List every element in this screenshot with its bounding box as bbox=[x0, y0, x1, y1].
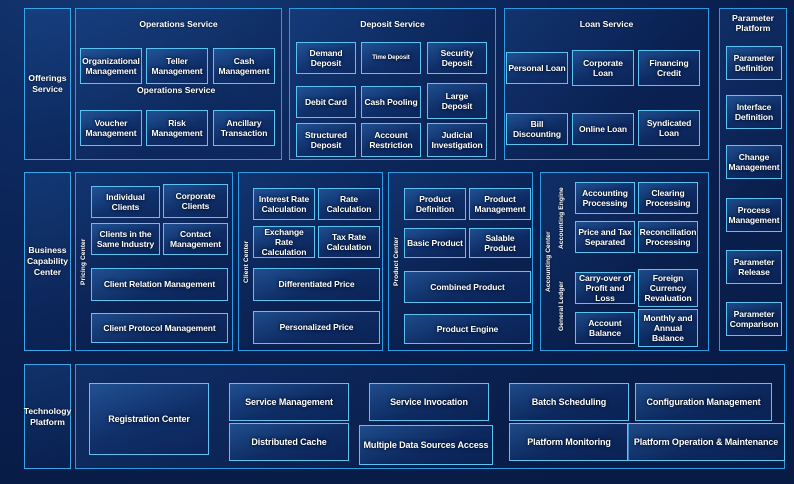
group-title-parameter-platform: Parameter Platform bbox=[731, 13, 775, 34]
cell-parameter-release[interactable]: Parameter Release bbox=[726, 250, 782, 284]
cell-organizational-management[interactable]: Organizational Management bbox=[80, 48, 142, 84]
cell-syndicated-loan[interactable]: Syndicated Loan bbox=[638, 110, 700, 146]
cell-contact-management[interactable]: Contact Management bbox=[163, 223, 228, 255]
cell-product-engine[interactable]: Product Engine bbox=[404, 314, 531, 344]
row-label-offerings-service[interactable]: Offerings Service bbox=[24, 8, 71, 160]
cell-teller-management[interactable]: Teller Management bbox=[146, 48, 208, 84]
cell-voucher-management[interactable]: Voucher Management bbox=[80, 110, 142, 146]
side-label-general-ledger: General Ledger bbox=[558, 281, 565, 331]
cell-product-definition[interactable]: Product Definition bbox=[404, 188, 466, 220]
cell-service-invocation[interactable]: Service Invocation bbox=[369, 383, 489, 421]
cell-corporate-loan[interactable]: Corporate Loan bbox=[572, 50, 634, 86]
cell-judicial-investigation[interactable]: Judicial Investigation bbox=[427, 123, 487, 157]
cell-rate-calculation[interactable]: Rate Calculation bbox=[318, 188, 380, 220]
side-label-pricing-center: Pricing Center bbox=[80, 238, 87, 285]
cell-combined-product[interactable]: Combined Product bbox=[404, 271, 531, 303]
cell-salable-product[interactable]: Salable Product bbox=[469, 228, 531, 258]
cell-individual-clients[interactable]: Individual Clients bbox=[91, 186, 160, 218]
cell-cash-management[interactable]: Cash Management bbox=[213, 48, 275, 84]
cell-distributed-cache[interactable]: Distributed Cache bbox=[229, 423, 349, 461]
cell-change-management[interactable]: Change Management bbox=[726, 145, 782, 179]
row-label-technology-platform[interactable]: Technology Platform bbox=[24, 364, 71, 469]
cell-differentiated-price[interactable]: Differentiated Price bbox=[253, 268, 380, 301]
cell-account-balance[interactable]: Account Balance bbox=[575, 312, 635, 344]
cell-large-deposit[interactable]: Large Deposit bbox=[427, 83, 487, 119]
cell-security-deposit[interactable]: Security Deposit bbox=[427, 42, 487, 74]
group-title-deposit-service: Deposit Service bbox=[360, 19, 425, 29]
cell-exchange-rate-calculation[interactable]: Exchange Rate Calculation bbox=[253, 226, 315, 258]
cell-client-relation-management[interactable]: Client Relation Management bbox=[91, 268, 228, 301]
cell-service-management[interactable]: Service Management bbox=[229, 383, 349, 421]
cell-reconciliation-processing[interactable]: Reconciliation Processing bbox=[638, 221, 698, 253]
cell-cash-pooling[interactable]: Cash Pooling bbox=[361, 86, 421, 118]
cell-tax-rate-calculation[interactable]: Tax Rate Calculation bbox=[318, 226, 380, 258]
cell-batch-scheduling[interactable]: Batch Scheduling bbox=[509, 383, 629, 421]
cell-time-deposit[interactable]: Time Deposit bbox=[361, 42, 421, 74]
cell-parameter-comparison[interactable]: Parameter Comparison bbox=[726, 302, 782, 336]
cell-parameter-definition[interactable]: Parameter Definition bbox=[726, 46, 782, 80]
cell-ancillary-transaction[interactable]: Ancillary Transaction bbox=[213, 110, 275, 146]
cell-configuration-management[interactable]: Configuration Management bbox=[635, 383, 772, 421]
cell-multiple-data-sources-access[interactable]: Multiple Data Sources Access bbox=[359, 425, 493, 465]
side-label-accounting-center: Accounting Center bbox=[545, 231, 552, 292]
side-label-client-center: Client Center bbox=[243, 240, 250, 283]
cell-personalized-price[interactable]: Personalized Price bbox=[253, 311, 380, 344]
cell-corporate-clients[interactable]: Corporate Clients bbox=[163, 184, 228, 218]
cell-interface-definition[interactable]: Interface Definition bbox=[726, 95, 782, 129]
cell-financing-credit[interactable]: Financing Credit bbox=[638, 50, 700, 86]
group-title-operations-service: Operations Service bbox=[139, 19, 218, 29]
row-label-business-capability-center[interactable]: Business Capability Center bbox=[24, 172, 71, 351]
cell-debit-card[interactable]: Debit Card bbox=[296, 86, 356, 118]
cell-online-loan[interactable]: Online Loan bbox=[572, 113, 634, 145]
cell-registration-center[interactable]: Registration Center bbox=[89, 383, 209, 455]
cell-clearing-processing[interactable]: Clearing Processing bbox=[638, 182, 698, 214]
group-title-loan-service: Loan Service bbox=[579, 19, 634, 29]
cell-platform-operation-and-maintenance[interactable]: Platform Operation & Maintenance bbox=[627, 423, 785, 461]
cell-clients-in-the-same-industry[interactable]: Clients in the Same Industry bbox=[91, 223, 160, 255]
overlay-title-operations-service: Operations Service bbox=[137, 85, 216, 95]
cell-foreign-currency-revaluation[interactable]: Foreign Currency Revaluation bbox=[638, 269, 698, 307]
cell-structured-deposit[interactable]: Structured Deposit bbox=[296, 123, 356, 157]
cell-basic-product[interactable]: Basic Product bbox=[404, 228, 466, 258]
cell-demand-deposit[interactable]: Demand Deposit bbox=[296, 42, 356, 74]
cell-interest-rate-calculation[interactable]: Interest Rate Calculation bbox=[253, 188, 315, 220]
cell-monthly-and-annual-balance[interactable]: Monthly and Annual Balance bbox=[638, 309, 698, 347]
cell-account-restriction[interactable]: Account Restriction bbox=[361, 123, 421, 157]
cell-client-protocol-management[interactable]: Client Protocol Management bbox=[91, 313, 228, 343]
cell-personal-loan[interactable]: Personal Loan bbox=[506, 52, 568, 84]
cell-accounting-processing[interactable]: Accounting Processing bbox=[575, 182, 635, 214]
cell-risk-management[interactable]: Risk Management bbox=[146, 110, 208, 146]
side-label-product-center: Product Center bbox=[393, 236, 400, 287]
cell-carry-over-of-profit-and-loss[interactable]: Carry-over of Profit and Loss bbox=[575, 272, 635, 304]
cell-platform-monitoring[interactable]: Platform Monitoring bbox=[509, 423, 629, 461]
cell-bill-discounting[interactable]: Bill Discounting bbox=[506, 113, 568, 145]
cell-process-management[interactable]: Process Management bbox=[726, 198, 782, 232]
cell-product-management[interactable]: Product Management bbox=[469, 188, 531, 220]
side-label-accounting-engine: Accounting Engine bbox=[558, 187, 565, 250]
cell-price-and-tax-separated[interactable]: Price and Tax Separated bbox=[575, 221, 635, 253]
